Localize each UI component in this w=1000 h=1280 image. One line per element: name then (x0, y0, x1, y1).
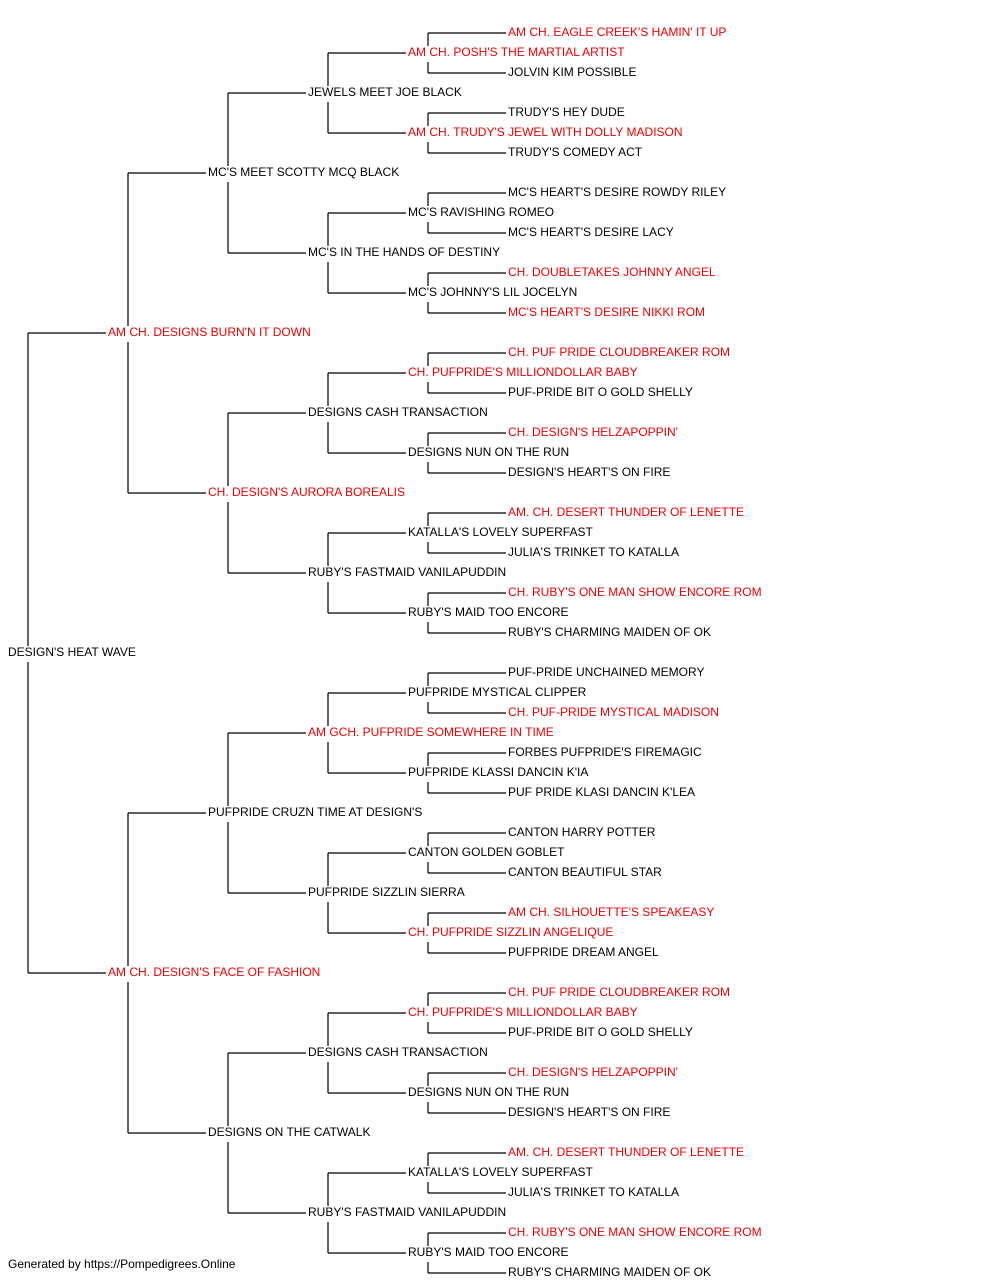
pedigree-name-gen4: KATALLA'S LOVELY SUPERFAST (408, 525, 593, 539)
pedigree-name-gen4: CANTON GOLDEN GOBLET (408, 845, 565, 859)
pedigree-name-gen5: AM. CH. DESERT THUNDER OF LENETTE (508, 505, 745, 519)
pedigree-name-gen4: DESIGNS NUN ON THE RUN (408, 445, 570, 459)
pedigree-name-gen4: MC'S RAVISHING ROMEO (408, 205, 555, 219)
pedigree-name-gen4: DESIGNS NUN ON THE RUN (408, 1085, 570, 1099)
pedigree-name-gen0: DESIGN'S HEAT WAVE (8, 645, 136, 659)
pedigree-name-gen3: AM GCH. PUFPRIDE SOMEWHERE IN TIME (308, 725, 554, 739)
pedigree-name-gen4: CH. PUFPRIDE SIZZLIN ANGELIQUE (408, 925, 614, 939)
pedigree-name-gen5: JOLVIN KIM POSSIBLE (508, 65, 637, 79)
pedigree-name-gen3: RUBY'S FASTMAID VANILAPUDDIN (308, 1205, 507, 1219)
pedigree-name-gen4: KATALLA'S LOVELY SUPERFAST (408, 1165, 593, 1179)
pedigree-name-gen5: JULIA'S TRINKET TO KATALLA (508, 1185, 680, 1199)
pedigree-name-gen5: MC'S HEART'S DESIRE LACY (508, 225, 674, 239)
pedigree-name-gen4: CH. PUFPRIDE'S MILLIONDOLLAR BABY (408, 365, 638, 379)
pedigree-name-gen5: CH. RUBY'S ONE MAN SHOW ENCORE ROM (508, 1225, 762, 1239)
pedigree-name-gen5: PUF-PRIDE BIT O GOLD SHELLY (508, 385, 693, 399)
pedigree-name-gen5: FORBES PUFPRIDE'S FIREMAGIC (508, 745, 702, 759)
pedigree-name-gen4: PUFPRIDE MYSTICAL CLIPPER (408, 685, 587, 699)
pedigree-name-gen3: PUFPRIDE SIZZLIN SIERRA (308, 885, 465, 899)
pedigree-name-gen4: AM CH. POSH'S THE MARTIAL ARTIST (408, 45, 625, 59)
pedigree-name-gen5: CANTON HARRY POTTER (508, 825, 656, 839)
pedigree-name-gen5: TRUDY'S COMEDY ACT (508, 145, 643, 159)
pedigree-name-gen4: RUBY'S MAID TOO ENCORE (408, 1245, 569, 1259)
pedigree-name-gen5: CH. DOUBLETAKES JOHNNY ANGEL (508, 265, 716, 279)
pedigree-name-gen3: RUBY'S FASTMAID VANILAPUDDIN (308, 565, 507, 579)
pedigree-name-gen5: TRUDY'S HEY DUDE (508, 105, 625, 119)
pedigree-name-gen2: PUFPRIDE CRUZN TIME AT DESIGN'S (208, 805, 423, 819)
pedigree-name-gen5: CH. DESIGN'S HELZAPOPPIN' (508, 1065, 678, 1079)
pedigree-name-gen5: CH. PUF PRIDE CLOUDBREAKER ROM (508, 985, 731, 999)
pedigree-name-gen5: MC'S HEART'S DESIRE ROWDY RILEY (508, 185, 727, 199)
pedigree-name-gen2: DESIGNS ON THE CATWALK (208, 1125, 371, 1139)
pedigree-name-gen5: CH. PUF-PRIDE MYSTICAL MADISON (508, 705, 719, 719)
pedigree-name-gen5: CANTON BEAUTIFUL STAR (508, 865, 662, 879)
pedigree-name-gen5: RUBY'S CHARMING MAIDEN OF OK (508, 625, 711, 639)
pedigree-name-gen2: CH. DESIGN'S AURORA BOREALIS (208, 485, 406, 499)
pedigree-name-gen5: DESIGN'S HEART'S ON FIRE (508, 465, 671, 479)
pedigree-name-gen3: JEWELS MEET JOE BLACK (308, 85, 462, 99)
footer-credit: Generated by https://Pompedigrees.Online (8, 1257, 236, 1271)
pedigree-name-gen5: JULIA'S TRINKET TO KATALLA (508, 545, 680, 559)
pedigree-name-gen3: DESIGNS CASH TRANSACTION (308, 1045, 488, 1059)
pedigree-name-gen4: RUBY'S MAID TOO ENCORE (408, 605, 569, 619)
pedigree-name-gen5: MC'S HEART'S DESIRE NIKKI ROM (508, 305, 706, 319)
pedigree-name-gen4: MC'S JOHNNY'S LIL JOCELYN (408, 285, 578, 299)
pedigree-name-gen2: MC'S MEET SCOTTY MCQ BLACK (208, 165, 400, 179)
pedigree-name-gen5: AM. CH. DESERT THUNDER OF LENETTE (508, 1145, 745, 1159)
pedigree-name-gen3: DESIGNS CASH TRANSACTION (308, 405, 488, 419)
pedigree-name-gen3: MC'S IN THE HANDS OF DESTINY (308, 245, 501, 259)
pedigree-name-gen1: AM CH. DESIGNS BURN'N IT DOWN (108, 325, 311, 339)
pedigree-name-gen5: CH. RUBY'S ONE MAN SHOW ENCORE ROM (508, 585, 762, 599)
pedigree-name-gen5: PUF PRIDE KLASI DANCIN K'LEA (508, 785, 696, 799)
pedigree-name-gen4: CH. PUFPRIDE'S MILLIONDOLLAR BABY (408, 1005, 638, 1019)
pedigree-name-gen5: DESIGN'S HEART'S ON FIRE (508, 1105, 671, 1119)
pedigree-name-gen5: PUFPRIDE DREAM ANGEL (508, 945, 659, 959)
pedigree-name-gen5: AM CH. EAGLE CREEK'S HAMIN' IT UP (508, 25, 727, 39)
pedigree-name-gen4: AM CH. TRUDY'S JEWEL WITH DOLLY MADISON (408, 125, 683, 139)
pedigree-name-gen5: PUF-PRIDE BIT O GOLD SHELLY (508, 1025, 693, 1039)
pedigree-name-gen5: CH. PUF PRIDE CLOUDBREAKER ROM (508, 345, 731, 359)
pedigree-name-gen5: RUBY'S CHARMING MAIDEN OF OK (508, 1265, 711, 1279)
pedigree-name-gen4: PUFPRIDE KLASSI DANCIN K'IA (408, 765, 589, 779)
pedigree-name-gen1: AM CH. DESIGN'S FACE OF FASHION (108, 965, 321, 979)
pedigree-name-gen5: AM CH. SILHOUETTE'S SPEAKEASY (508, 905, 715, 919)
pedigree-name-gen5: CH. DESIGN'S HELZAPOPPIN' (508, 425, 678, 439)
pedigree-name-gen5: PUF-PRIDE UNCHAINED MEMORY (508, 665, 705, 679)
